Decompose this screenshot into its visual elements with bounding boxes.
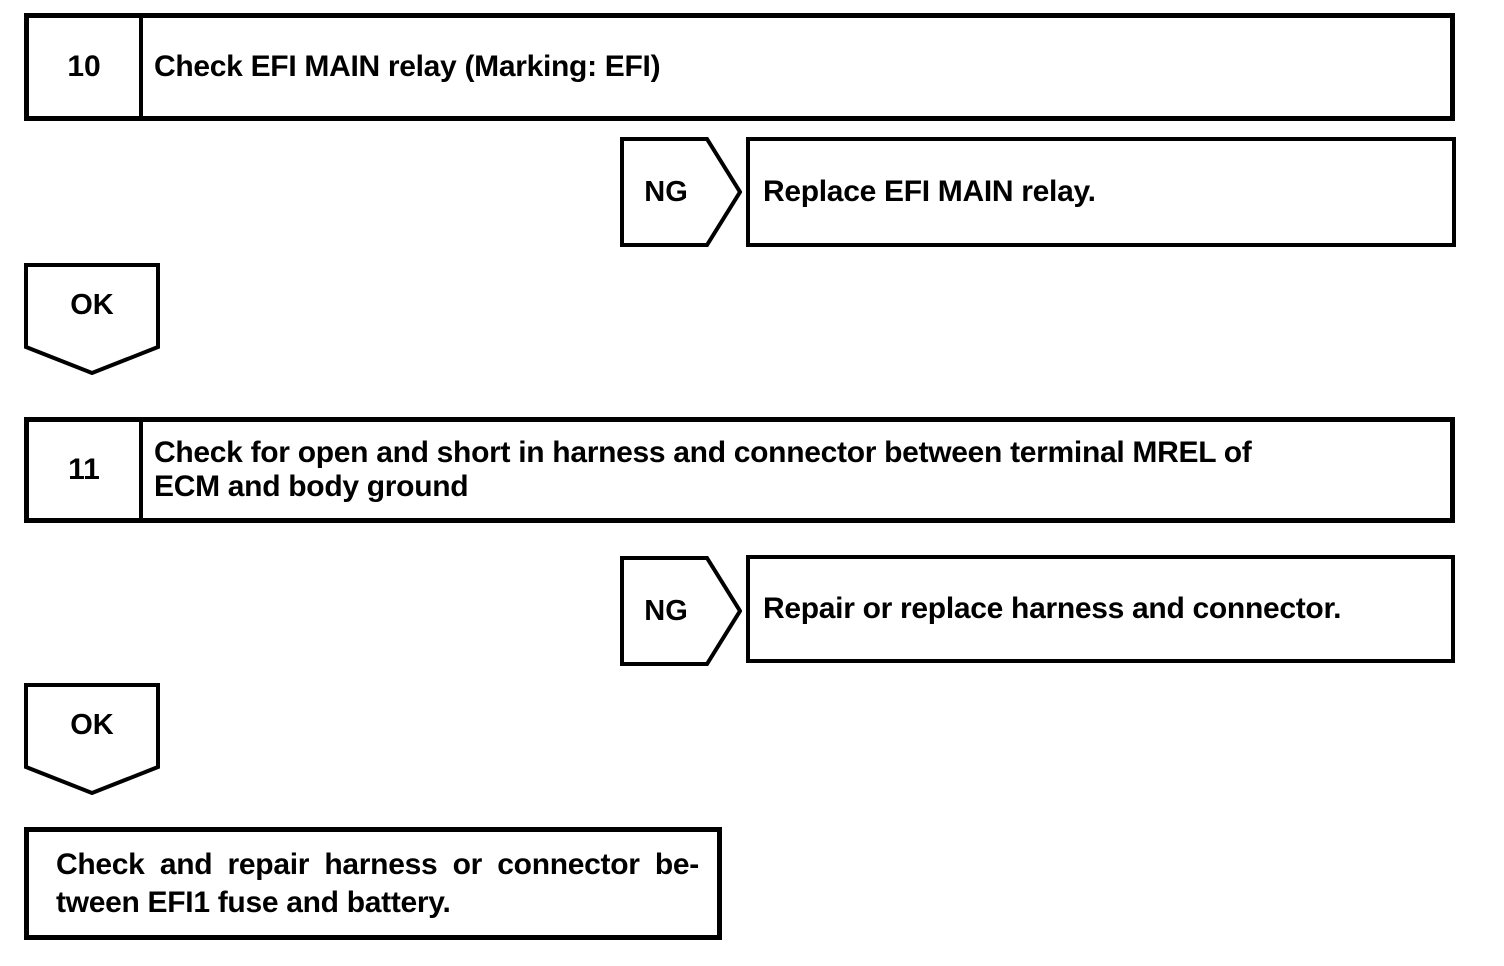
final-action-line-1: Check and repair harness or connector be… xyxy=(56,847,699,881)
step-10-title: Check EFI MAIN relay (Marking: EFI) xyxy=(143,18,1450,116)
step-11-ng-result-box: Repair or replace harness and connector. xyxy=(746,555,1455,663)
step-11-title: Check for open and short in harness and … xyxy=(143,422,1450,518)
step-11-number: 11 xyxy=(29,422,143,518)
step-10-ok-label: OK xyxy=(70,288,114,321)
step-11-ng-arrow: NG xyxy=(620,556,742,666)
ng-pentagon-right-icon xyxy=(620,556,742,666)
step-10-ng-arrow: NG xyxy=(620,137,742,247)
step-10-ok-arrow: OK xyxy=(24,263,160,375)
final-action-line-2: tween EFI1 fuse and battery. xyxy=(56,885,451,919)
step-11-title-line-2: ECM and body ground xyxy=(154,470,469,503)
ok-pentagon-down-icon xyxy=(24,683,160,795)
step-10-ng-result-text: Replace EFI MAIN relay. xyxy=(763,175,1096,208)
step-11-title-line-1: Check for open and short in harness and … xyxy=(154,436,1252,469)
step-11-box: 11 Check for open and short in harness a… xyxy=(24,417,1455,523)
step-10-ng-result-box: Replace EFI MAIN relay. xyxy=(746,137,1456,247)
ng-pentagon-right-icon xyxy=(620,137,742,247)
step-10-ng-label: NG xyxy=(644,175,688,208)
step-11-ng-result-text: Repair or replace harness and connector. xyxy=(763,592,1342,625)
step-10-number: 10 xyxy=(29,18,143,116)
final-action-box: Check and repair harness or connector be… xyxy=(24,827,722,940)
step-11-ng-label: NG xyxy=(644,594,688,627)
step-11-ok-label: OK xyxy=(70,708,114,741)
step-11-ok-arrow: OK xyxy=(24,683,160,795)
ok-pentagon-down-icon xyxy=(24,263,160,375)
step-10-title-line-1: Check EFI MAIN relay (Marking: EFI) xyxy=(154,50,661,83)
step-10-box: 10 Check EFI MAIN relay (Marking: EFI) xyxy=(24,13,1455,121)
